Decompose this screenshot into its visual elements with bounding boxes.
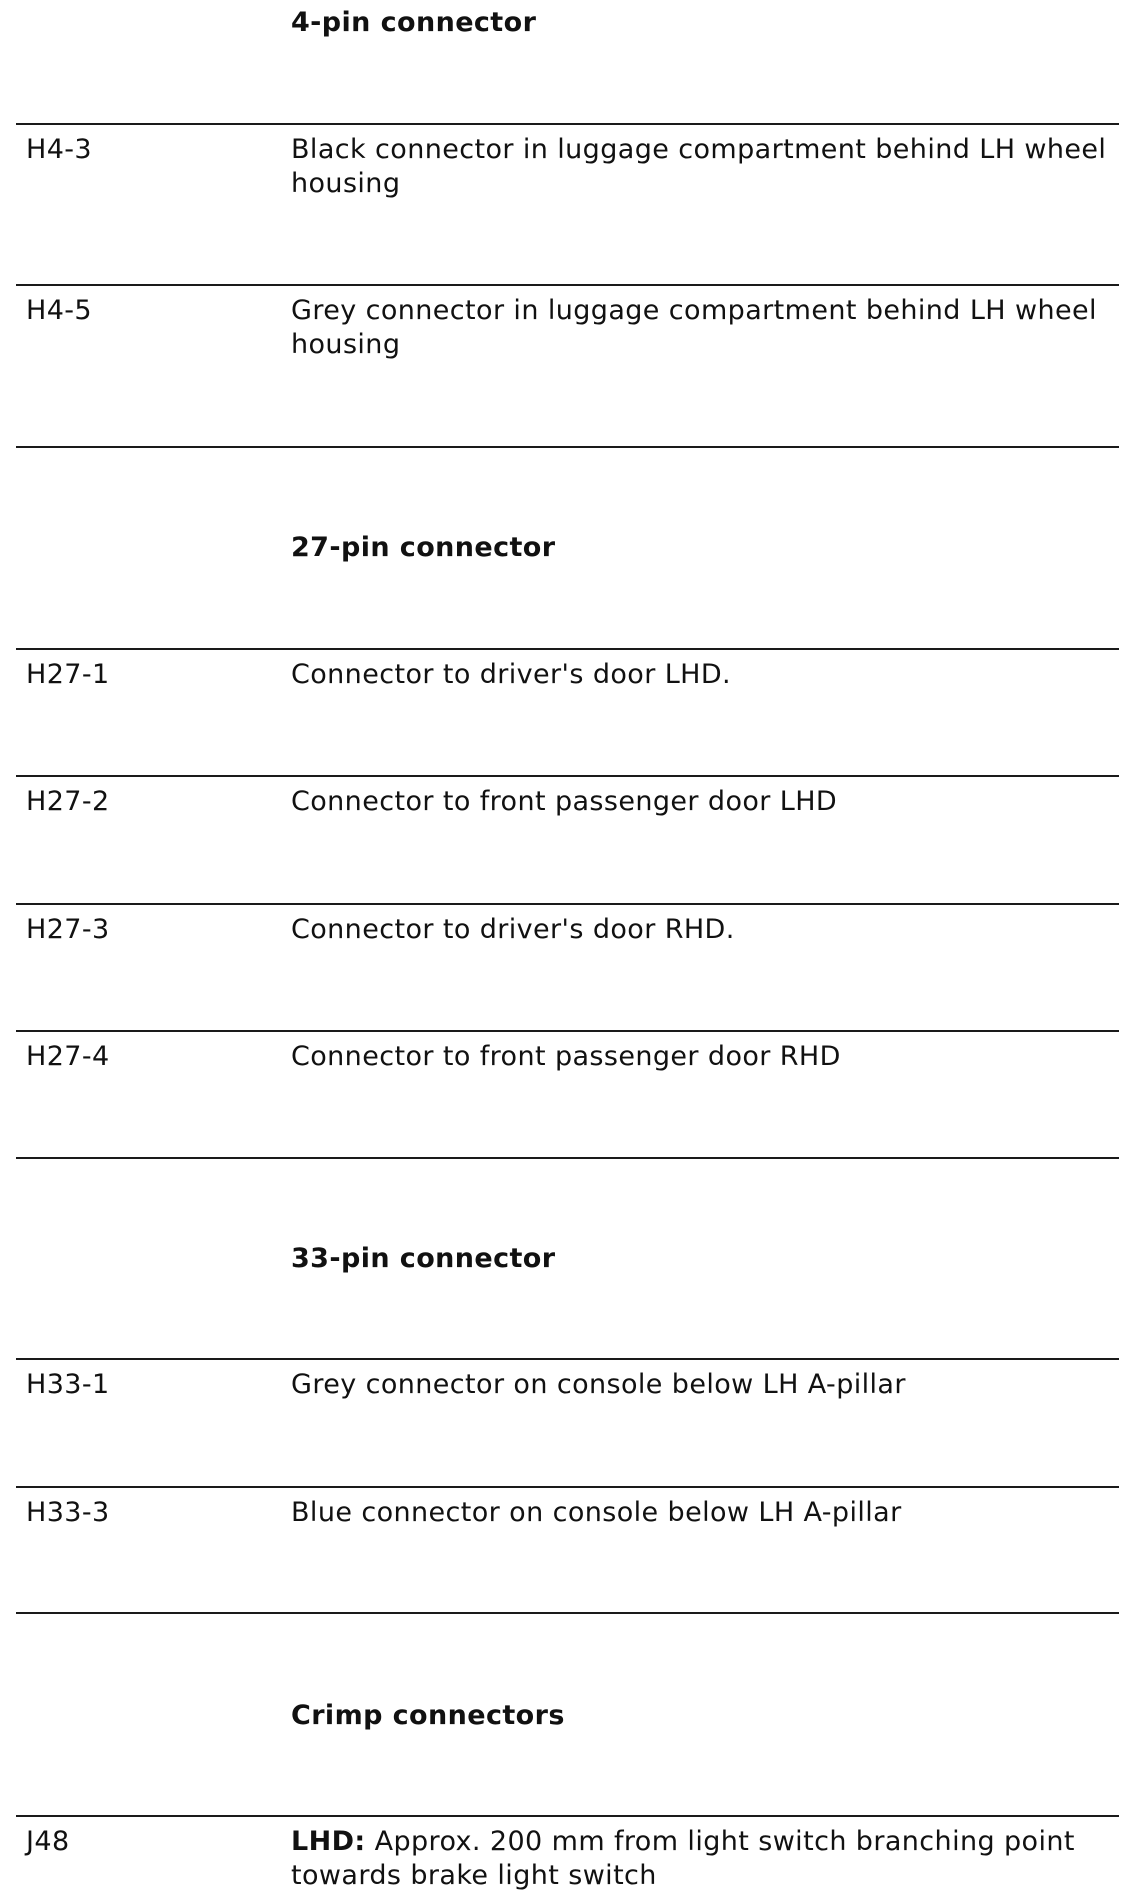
connector-code: H4-3 <box>26 134 93 165</box>
row-divider <box>16 123 1119 125</box>
connector-code: H33-1 <box>26 1369 110 1400</box>
connector-code: H4-5 <box>26 295 93 326</box>
section-heading-4-pin: 4-pin connector <box>291 7 537 38</box>
connector-code: H27-4 <box>26 1041 110 1072</box>
row-divider <box>16 648 1119 650</box>
connector-description: Connector to front passenger door LHD <box>291 786 838 817</box>
row-divider <box>16 1157 1119 1159</box>
row-divider <box>16 1612 1119 1614</box>
row-divider <box>16 284 1119 286</box>
row-divider <box>16 775 1119 777</box>
description-text: Approx. 200 mm from light switch branchi… <box>291 1826 1075 1891</box>
connector-code: H27-1 <box>26 659 110 690</box>
connector-code: J48 <box>26 1826 70 1857</box>
connector-code: H33-3 <box>26 1497 110 1528</box>
connector-description: Connector to driver's door LHD. <box>291 659 732 690</box>
connector-description: Blue connector on console below LH A-pil… <box>291 1497 902 1528</box>
row-divider <box>16 1815 1119 1817</box>
row-divider <box>16 903 1119 905</box>
connector-code: H27-3 <box>26 914 110 945</box>
connector-description: Black connector in luggage compartment b… <box>291 134 1107 199</box>
row-divider <box>16 1030 1119 1032</box>
section-heading-33-pin: 33-pin connector <box>291 1243 556 1274</box>
row-divider <box>16 446 1119 448</box>
lhd-prefix: LHD: <box>291 1826 366 1857</box>
connector-description: LHD: Approx. 200 mm from light switch br… <box>291 1825 1121 1893</box>
row-divider <box>16 1486 1119 1488</box>
connector-description: Connector to driver's door RHD. <box>291 914 735 945</box>
section-heading-crimp: Crimp connectors <box>291 1700 565 1731</box>
connector-code: H27-2 <box>26 786 110 817</box>
row-divider <box>16 1358 1119 1360</box>
connector-description: Grey connector in luggage compartment be… <box>291 295 1097 360</box>
section-heading-27-pin: 27-pin connector <box>291 532 556 563</box>
connector-description: Connector to front passenger door RHD <box>291 1041 841 1072</box>
connector-description: Grey connector on console below LH A-pil… <box>291 1369 906 1400</box>
